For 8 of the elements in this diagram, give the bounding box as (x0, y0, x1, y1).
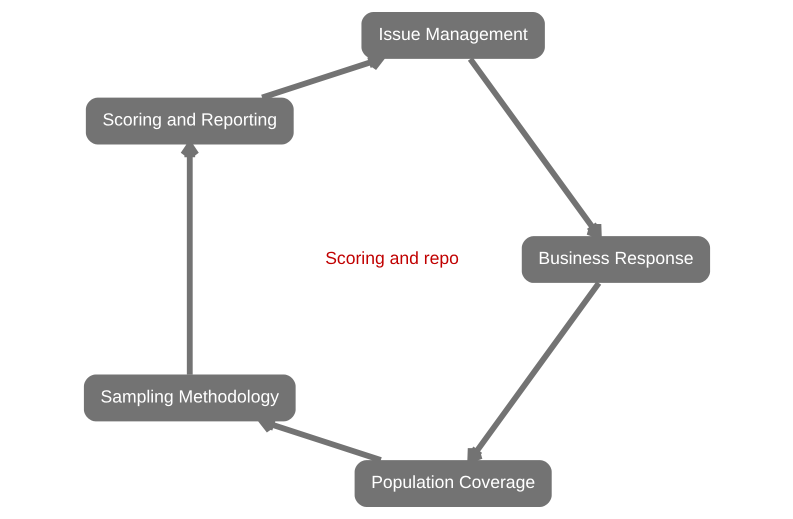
arrow (467, 57, 602, 239)
node-box: Business Response (521, 236, 710, 283)
node-box: Sampling Methodology (83, 374, 296, 422)
node-box: Population Coverage (354, 460, 552, 507)
label: Scoring and repo (324, 248, 458, 268)
node-box: Issue Management (360, 12, 544, 59)
node-box: Scoring and Reporting (85, 98, 294, 144)
arrow (466, 281, 601, 463)
